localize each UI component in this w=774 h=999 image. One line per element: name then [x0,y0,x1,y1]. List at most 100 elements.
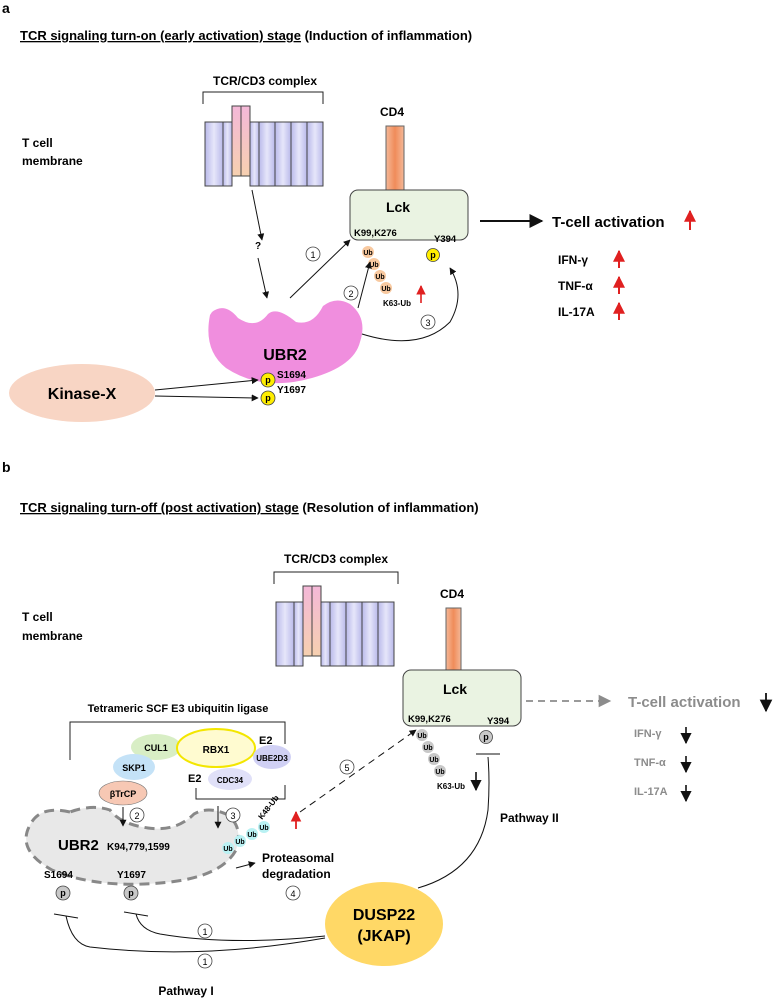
ub-label-a-3: Ub [375,274,384,281]
membrane-label-b-2: membrane [22,629,83,643]
scf-title: Tetrameric SCF E3 ubiquitin ligase [88,703,269,715]
step-5-label-b: 5 [344,763,349,773]
ub-label-b-k48-4: Ub [259,825,268,832]
pathway-i-line-inner [135,913,326,942]
panel-a-title-underlined: TCR signaling turn-on (early activation)… [20,28,301,43]
panel-a-letter: a [2,0,10,16]
panel-b: b TCR signaling turn-off (post activatio… [2,459,773,998]
ubr2-to-lck-arrow-a [289,239,351,299]
ub-label-b-3: Ub [429,757,438,764]
step-5-circle-b [339,759,355,775]
rbx1-label: RBX1 [203,745,230,756]
y1697-label-b: Y1697 [117,870,146,881]
lck-label-a: Lck [386,199,410,215]
cytokine-tnfa-a: TNF-α [558,279,593,293]
k63-label-a: K63-Ub [383,299,411,308]
step-1-label-a: 1 [310,250,315,260]
phospho-label-s1694-b: p [60,888,66,898]
phospho-label-lck-b: p [483,732,489,742]
ub-label-b-2: Ub [423,745,432,752]
k48-label-b: K48-Ub [256,794,280,822]
step-3-circle-b [225,807,241,823]
step-1a-circle-b [197,923,213,939]
panel-b-title: TCR signaling turn-off (post activation)… [20,500,479,515]
y394-label-a: Y394 [434,234,457,245]
rbx1-shape [176,728,256,768]
cd4-receptor-a [385,125,405,195]
step-2-circle-b [129,807,145,823]
pathway-i-line-outer [65,915,326,953]
degradation-to-lck-dashed-arrow [299,729,417,813]
kinase-x-ellipse [9,364,155,422]
phospho-circle-y1697-b [123,885,139,901]
cytokine-ifng-b: IFN-γ [634,728,662,740]
step-1b-circle-b [197,953,213,969]
panel-a-title-rest: (Induction of inflammation) [301,28,472,43]
step-4-circle-b [285,885,301,901]
membrane-label-b-1: T cell [22,610,53,624]
y394-label-b: Y394 [487,716,510,727]
step-3-circle-a [420,314,436,330]
step-2-circle-a [343,285,359,301]
cytokine-il17a-a: IL-17A [558,305,595,319]
s1694-label-b: S1694 [44,870,73,881]
tcr-complex-a [204,105,324,187]
pathway-i-inhibition-lines [53,911,326,953]
ubr2-shape-a [208,300,363,384]
ub-label-b-4: Ub [435,769,444,776]
proteasomal-label-1: Proteasomal [262,851,334,865]
ub-label-b-k48-3: Ub [247,832,256,839]
phospho-circle-lck-b [479,730,493,744]
phospho-circle-s1694-a [260,372,276,388]
cdc34-label: CDC34 [217,776,244,785]
pathway-i-label: Pathway I [158,984,213,998]
phospho-label-lck-a: p [430,250,436,260]
membrane-label-a-2: membrane [22,154,83,168]
cd4-label-b: CD4 [440,587,464,601]
pathway-i-tbar-s1694 [53,913,79,919]
phospho-circle-y1697-a [260,390,276,406]
dusp22-ellipse [325,882,443,966]
cytokine-tnfa-b: TNF-α [634,757,666,769]
proteasomal-label-2: degradation [262,867,331,881]
tcr-bracket-b [273,571,399,584]
step-4-label-b: 4 [290,889,295,899]
k48-ub-chain-b: Ub Ub Ub Ub [222,821,270,854]
step-2-label-a: 2 [348,289,353,299]
kinase-to-y1697-arrow [154,394,259,402]
tcr-complex-b [275,585,395,667]
kinase-x-label: Kinase-X [48,386,117,403]
e2-label-a: E2 [259,735,272,747]
ube2d3-label: UBE2D3 [256,754,288,763]
tcr-label-b: TCR/CD3 complex [284,552,388,566]
tcr-to-question-arrow-a [251,189,265,241]
phospho-label-s1694-a: p [265,375,271,385]
lck-label-b: Lck [443,681,467,697]
pathway-ii-line [417,756,490,889]
tcr-bracket-a [202,91,324,104]
btrcp-label: βTrCP [110,789,137,799]
k63-label-b: K63-Ub [437,782,465,791]
phospho-circle-lck-a [426,248,440,262]
membrane-label-a-1: T cell [22,136,53,150]
scf-bracket [69,721,286,760]
cul1-label: CUL1 [144,743,168,753]
step-3-label-a: 3 [425,318,430,328]
cul1-shape [131,734,181,760]
ub-label-b-1: Ub [417,733,426,740]
phospho-circle-s1694-b [55,885,71,901]
skp1-label: SKP1 [122,763,146,773]
panel-b-title-underlined: TCR signaling turn-off (post activation)… [20,500,299,515]
step-3-label-b: 3 [230,811,235,821]
btrcp-shape [98,780,148,806]
step-1-circle-a [305,246,321,262]
lck-box-a [349,189,469,241]
dusp22-label-2: (JKAP) [357,928,410,945]
cytokine-ifng-a: IFN-γ [558,253,588,267]
step-1b-label-b: 1 [202,957,207,967]
panel-b-title-rest: (Resolution of inflammation) [299,500,479,515]
ubr2-to-ub-arrow-a [357,261,372,309]
activation-label-b: T-cell activation [628,694,741,711]
cd4-label-a: CD4 [380,105,404,119]
